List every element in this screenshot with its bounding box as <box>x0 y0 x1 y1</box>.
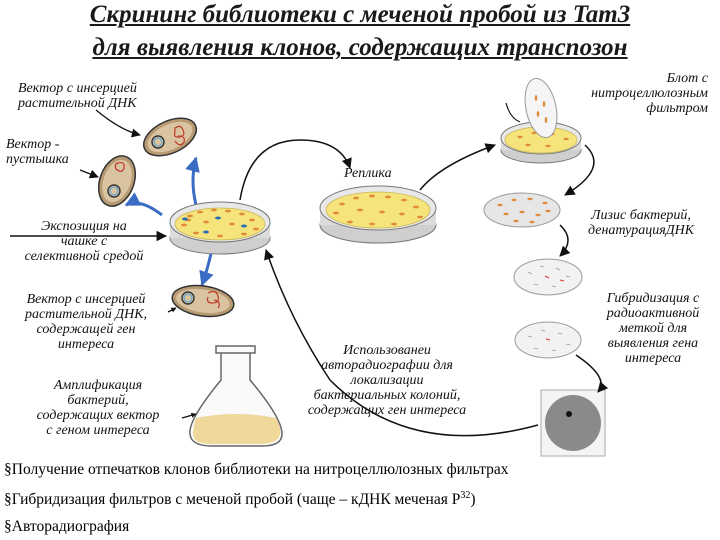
arrow-blot-to-lysis <box>564 144 595 196</box>
page-title-line2: для выявления клонов, содержащих транспо… <box>92 34 628 61</box>
arrow-lysis-to-hybrid <box>559 224 571 257</box>
bacterium-plant-insert-icon <box>142 117 198 157</box>
bullet-hybridization: §Гибридизация фильтров с меченой пробой … <box>4 490 476 509</box>
replica-petri-dish <box>319 185 437 244</box>
bullet-hybridization-tail: ) <box>470 491 476 509</box>
arrow-empty-vector <box>79 169 99 179</box>
bullet-hybridization-text: §Гибридизация фильтров с меченой пробой … <box>4 491 461 509</box>
lysis-filter <box>483 192 561 228</box>
hybridization-filter-top <box>513 258 583 296</box>
bacterium-gene-insert-icon <box>171 284 235 318</box>
arrow-amplification <box>181 412 197 419</box>
autoradiography-film <box>540 389 606 457</box>
arrow-replica-to-blot <box>419 143 496 191</box>
page-title-line1: Скрининг библиотеки с меченой пробой из … <box>89 1 631 28</box>
arrow-film-to-main <box>264 249 539 437</box>
arrow-blue-top <box>185 156 200 206</box>
bullet-hybridization-sup: 32 <box>460 490 471 501</box>
arrow-gene-insert <box>167 307 177 313</box>
arrow-blot-top <box>505 102 521 123</box>
bullet-autoradiography: §Авторадиография <box>4 518 130 535</box>
blot-petri-dish <box>500 77 582 164</box>
bullet-replica-filters: §Получение отпечатков клонов библиотеки … <box>4 461 509 478</box>
hybridization-filter-bottom <box>514 321 582 359</box>
label-replica: Реплика <box>344 166 392 181</box>
flask-icon <box>189 345 283 447</box>
arrow-hybrid-to-film <box>575 354 609 393</box>
label-vector-empty: Вектор -пустышка <box>6 137 69 167</box>
label-lysis: Лизис бактерий,денатурацияДНК <box>587 208 695 238</box>
arrow-blue-left <box>124 192 163 217</box>
arrow-main-to-replica <box>239 139 352 201</box>
arrow-plant-insert <box>95 109 141 138</box>
main-petri-dish <box>169 201 271 255</box>
